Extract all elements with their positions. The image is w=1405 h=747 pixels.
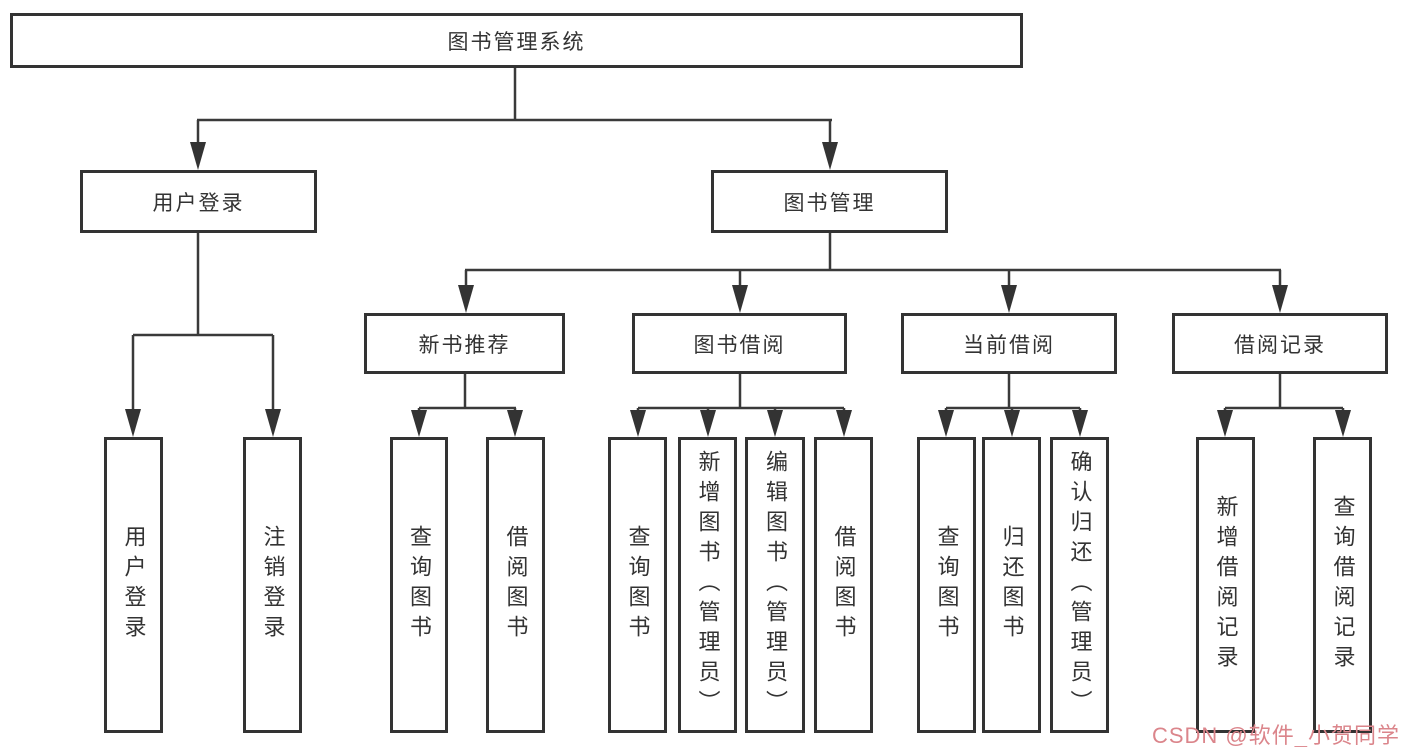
node-new-book-recommend: 新书推荐 (364, 313, 565, 374)
node-library-management-system: 图书管理系统 (10, 13, 1023, 68)
connector-new-book-to-leaves (411, 374, 523, 437)
leaf-records-query-record: 查询借阅记录 (1313, 437, 1372, 733)
leaf-borrow-borrow-book: 借阅图书 (814, 437, 873, 733)
connector-current-borrow-to-leaves (938, 374, 1088, 437)
leaf-borrow-add-book-admin: 新增图书（管理员） (678, 437, 737, 733)
leaf-logout: 注销登录 (243, 437, 302, 733)
leaf-records-add-record: 新增借阅记录 (1196, 437, 1255, 733)
connector-user-login-to-leaves (125, 233, 281, 437)
leaf-current-confirm-return-admin: 确认归还（管理员） (1050, 437, 1109, 733)
leaf-newbook-borrow-book: 借阅图书 (486, 437, 545, 733)
connector-book-borrow-to-leaves (630, 374, 852, 437)
leaf-borrow-edit-book-admin: 编辑图书（管理员） (745, 437, 805, 733)
node-book-borrow: 图书借阅 (632, 313, 847, 374)
node-borrow-records: 借阅记录 (1172, 313, 1388, 374)
connector-book-management-to-level3 (458, 233, 1288, 313)
node-user-login: 用户登录 (80, 170, 317, 233)
connector-root-to-level2 (190, 68, 838, 170)
leaf-newbook-query-book: 查询图书 (390, 437, 448, 733)
connector-borrow-records-to-leaves (1217, 374, 1351, 437)
leaf-current-query-book: 查询图书 (917, 437, 976, 733)
leaf-borrow-query-book: 查询图书 (608, 437, 667, 733)
node-book-management: 图书管理 (711, 170, 948, 233)
leaf-user-login: 用户登录 (104, 437, 163, 733)
node-current-borrow: 当前借阅 (901, 313, 1117, 374)
leaf-current-return-book: 归还图书 (982, 437, 1041, 733)
